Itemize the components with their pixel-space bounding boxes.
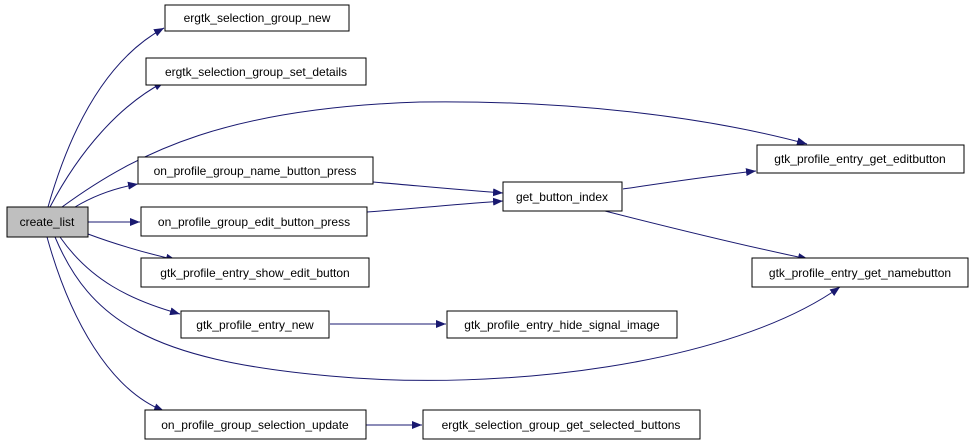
node-label: on_profile_group_edit_button_press [158, 215, 350, 229]
node-on-profile-group-selection-update[interactable]: on_profile_group_selection_update [144, 409, 367, 440]
edge-create-list-to-entry-new [59, 236, 181, 316]
edge-create-list-to-get-namebutton [54, 236, 841, 381]
node-on-profile-group-name-button-press[interactable]: on_profile_group_name_button_press [137, 156, 374, 185]
edge-get-button-index-to-get-editbutton [622, 168, 757, 190]
node-label: gtk_profile_entry_get_namebutton [769, 266, 951, 280]
node-label: create_list [20, 215, 75, 229]
node-label: ergtk_selection_group_get_selected_butto… [442, 418, 681, 432]
node-gtk-profile-entry-get-editbutton[interactable]: gtk_profile_entry_get_editbutton [756, 144, 965, 174]
edge-create-list-to-get-editbutton [61, 101, 808, 208]
node-ergtk-selection-group-get-selected-buttons[interactable]: ergtk_selection_group_get_selected_butto… [422, 409, 701, 440]
node-gtk-profile-entry-get-namebutton[interactable]: gtk_profile_entry_get_namebutton [751, 257, 969, 288]
edge-create-list-to-name-button-press [74, 181, 139, 208]
node-label: ergtk_selection_group_set_details [165, 65, 347, 79]
node-get-button-index[interactable]: get_button_index [502, 181, 623, 212]
edge-create-list-to-selection-update [46, 236, 165, 412]
edge-create-list-to-selection-group-new [47, 27, 165, 208]
node-ergtk-selection-group-set-details[interactable]: ergtk_selection_group_set_details [145, 57, 367, 86]
node-label: get_button_index [516, 190, 608, 204]
edge-edit-button-press-to-get-button-index [366, 197, 504, 213]
node-ergtk-selection-group-new[interactable]: ergtk_selection_group_new [164, 4, 350, 32]
node-on-profile-group-edit-button-press[interactable]: on_profile_group_edit_button_press [140, 206, 368, 237]
node-label: gtk_profile_entry_hide_signal_image [464, 318, 660, 332]
node-create-list[interactable]: create_list [6, 206, 89, 238]
edge-name-button-press-to-get-button-index [372, 181, 504, 197]
node-gtk-profile-entry-show-edit-button[interactable]: gtk_profile_entry_show_edit_button [140, 257, 370, 288]
node-gtk-profile-entry-new[interactable]: gtk_profile_entry_new [180, 310, 330, 339]
edge-get-button-index-to-get-namebutton [600, 209, 809, 261]
node-gtk-profile-entry-hide-signal-image[interactable]: gtk_profile_entry_hide_signal_image [446, 310, 678, 339]
node-label: on_profile_group_selection_update [161, 418, 349, 432]
node-label: ergtk_selection_group_new [184, 11, 331, 25]
node-label: gtk_profile_entry_show_edit_button [160, 266, 349, 280]
node-label: gtk_profile_entry_get_editbutton [774, 152, 945, 166]
edge-create-list-to-show-edit-button [87, 233, 177, 262]
node-label: on_profile_group_name_button_press [154, 164, 357, 178]
edge-create-list-to-selection-group-set-details [49, 81, 165, 208]
node-label: gtk_profile_entry_new [196, 318, 314, 332]
